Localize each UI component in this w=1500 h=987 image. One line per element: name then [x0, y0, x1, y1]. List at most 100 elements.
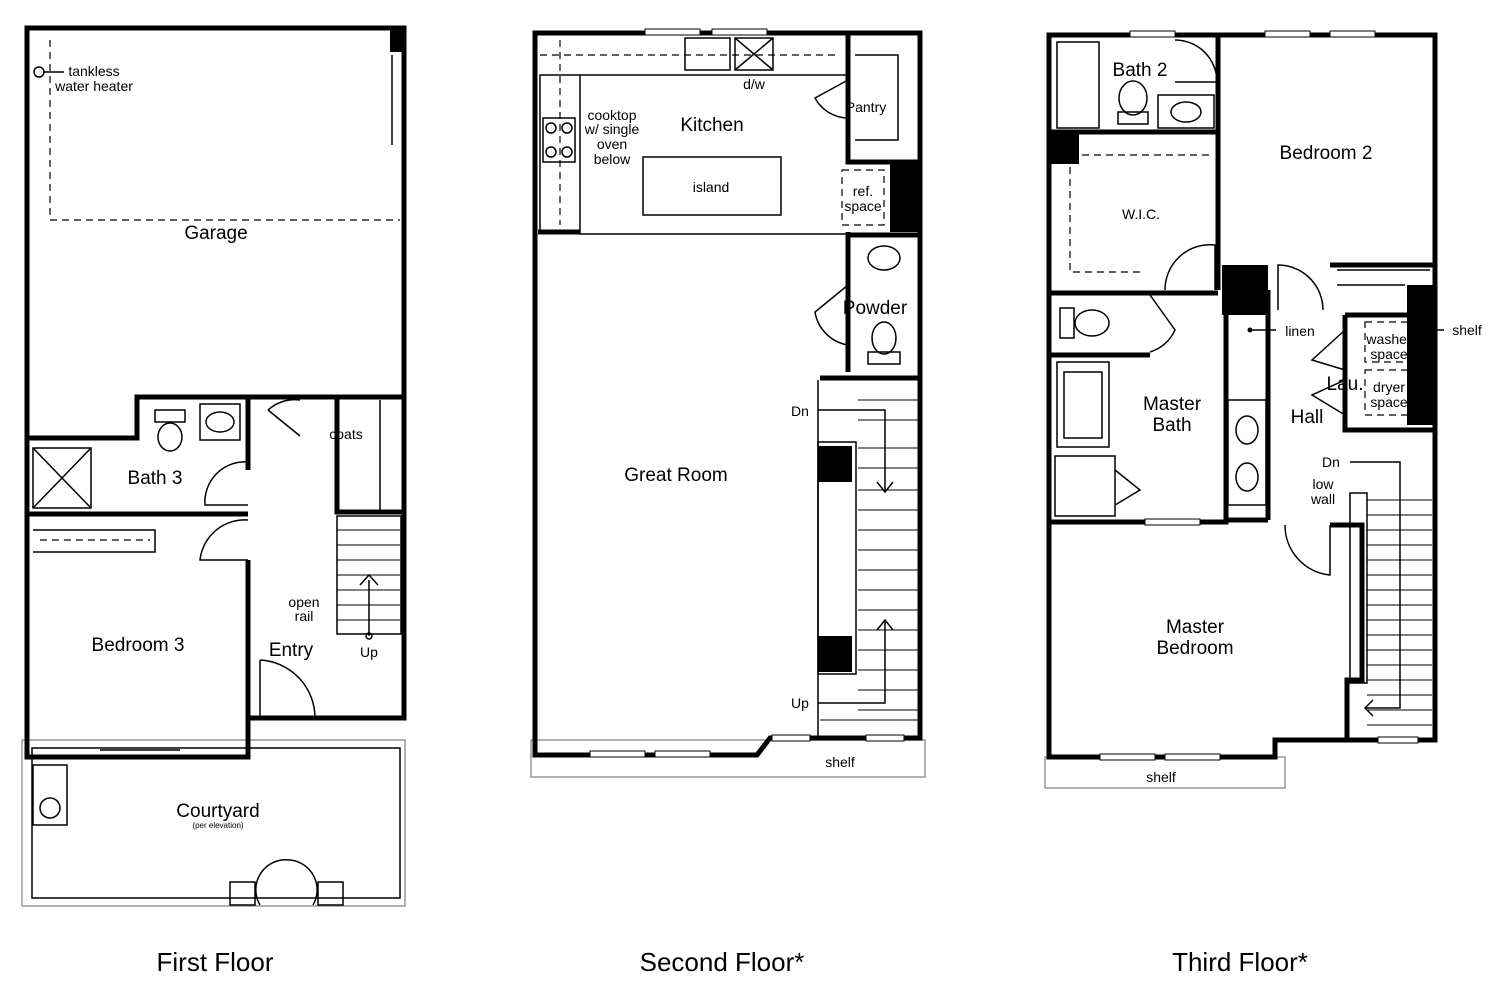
closet-shelf: [1337, 269, 1430, 286]
laundry-walls: [1330, 312, 1435, 740]
ac-fan: [39, 797, 61, 819]
third-floor-stairs: [1349, 461, 1432, 726]
kitchen-walls: [538, 33, 920, 381]
master-shower: [1054, 455, 1116, 517]
label-up: Up: [791, 695, 809, 711]
leader-dot: [1415, 327, 1421, 333]
label-great-room: Great Room: [624, 465, 727, 486]
label-island: island: [693, 179, 730, 195]
island: [642, 156, 782, 216]
label-shelf: shelf: [825, 754, 855, 770]
window: [1164, 753, 1221, 761]
low-wall: [1349, 492, 1368, 684]
label-master-bedroom: Master: [1166, 617, 1225, 638]
garage-rear-wall: [27, 394, 404, 441]
vanity-sink: [1235, 462, 1259, 492]
burner: [561, 146, 573, 158]
door-swing: [199, 519, 249, 561]
kitchen-edge: [579, 75, 848, 235]
wall-block: [1049, 132, 1079, 164]
window: [711, 28, 768, 36]
window: [1099, 753, 1156, 761]
column: [390, 28, 404, 52]
down-arrow: [1350, 461, 1401, 717]
label-bedroom3: Bedroom 3: [92, 635, 185, 656]
master-toilet: [1074, 309, 1110, 337]
double-vanity: [1227, 399, 1267, 506]
interior-walls: [1049, 35, 1435, 525]
label-ref: ref.: [853, 183, 873, 199]
water-heater-icon: [33, 66, 45, 78]
sink: [1157, 94, 1215, 129]
powder-toilet: [871, 321, 897, 355]
label-entry: Entry: [269, 640, 314, 661]
first-floor-stairs: [336, 515, 402, 640]
toilet: [157, 422, 183, 452]
label-open: open: [288, 594, 319, 610]
master-tub: [1056, 361, 1110, 448]
label-shelf: shelf: [1452, 322, 1482, 338]
sink-bowl: [1170, 101, 1202, 123]
powder-door: [814, 284, 849, 346]
label-pantry: Pantry: [846, 99, 886, 115]
toilet-tank: [1059, 307, 1075, 339]
second-floor-title: Second Floor*: [640, 947, 805, 977]
bathtub: [1056, 41, 1100, 129]
wic-shelf: [1069, 154, 1210, 273]
label-laundry: Lau.: [1327, 374, 1364, 395]
newel: [818, 636, 852, 672]
up-arrow: [818, 618, 894, 704]
dishwasher: [734, 37, 774, 71]
stair-start-dot: [365, 632, 373, 640]
shower-door: [1114, 469, 1142, 506]
label-tankless: tankless: [68, 63, 119, 79]
label-shelf: shelf: [1146, 769, 1176, 785]
label-dryer-space: space: [1370, 394, 1408, 410]
label-master-bath: Bath: [1152, 415, 1191, 436]
toilet-tank: [1117, 111, 1149, 125]
shower-lines: [32, 447, 92, 509]
ac-unit: [32, 764, 68, 826]
label-master-bedroom: Bedroom: [1156, 638, 1233, 659]
label-dn: Dn: [791, 403, 809, 419]
label-per-elevation: (per elevation): [192, 821, 243, 830]
label-master-bath: Master: [1143, 394, 1202, 415]
burner: [561, 122, 573, 134]
window: [1329, 30, 1376, 38]
label-ref-space: space: [844, 198, 882, 214]
second-floor-plan: Kitchen d/w Pantry cooktop w/ single ove…: [530, 28, 926, 977]
door-swing: [204, 461, 249, 506]
toilet-door: [1149, 294, 1176, 353]
label-kitchen: Kitchen: [680, 115, 743, 136]
tub-inner: [1063, 371, 1103, 439]
door-swing: [1174, 39, 1218, 83]
label-courtyard: Courtyard: [176, 801, 259, 822]
window: [865, 734, 905, 742]
leader-dot: [1247, 327, 1253, 333]
third-floor-plan: Bath 2 Bedroom 2 W.I.C. linen shelf wash…: [1044, 30, 1482, 977]
wall-block: [1222, 265, 1268, 315]
vanity-sink: [1235, 415, 1259, 445]
label-hall: Hall: [1291, 407, 1324, 428]
master-door: [1284, 524, 1331, 576]
newel: [818, 446, 852, 482]
window: [654, 750, 711, 758]
label-bath2: Bath 2: [1113, 60, 1168, 81]
first-floor-title: First Floor: [157, 947, 274, 977]
label-wic: W.I.C.: [1122, 206, 1160, 222]
label-garage: Garage: [184, 223, 247, 244]
bath-doorway: [1144, 518, 1201, 526]
label-low-wall: wall: [1310, 491, 1335, 507]
toilet-tank: [154, 409, 186, 423]
second-floor-walls: [532, 30, 923, 758]
label-cooktop: below: [594, 151, 631, 167]
counter: [539, 74, 848, 230]
label-rail: rail: [295, 608, 314, 624]
label-bedroom2: Bedroom 2: [1280, 143, 1373, 164]
window: [1264, 30, 1311, 38]
window: [771, 734, 811, 742]
dryer-space: [1364, 369, 1413, 416]
door-swing: [267, 398, 301, 437]
label-dn: Dn: [1322, 454, 1340, 470]
courtyard-outline: [21, 739, 406, 907]
